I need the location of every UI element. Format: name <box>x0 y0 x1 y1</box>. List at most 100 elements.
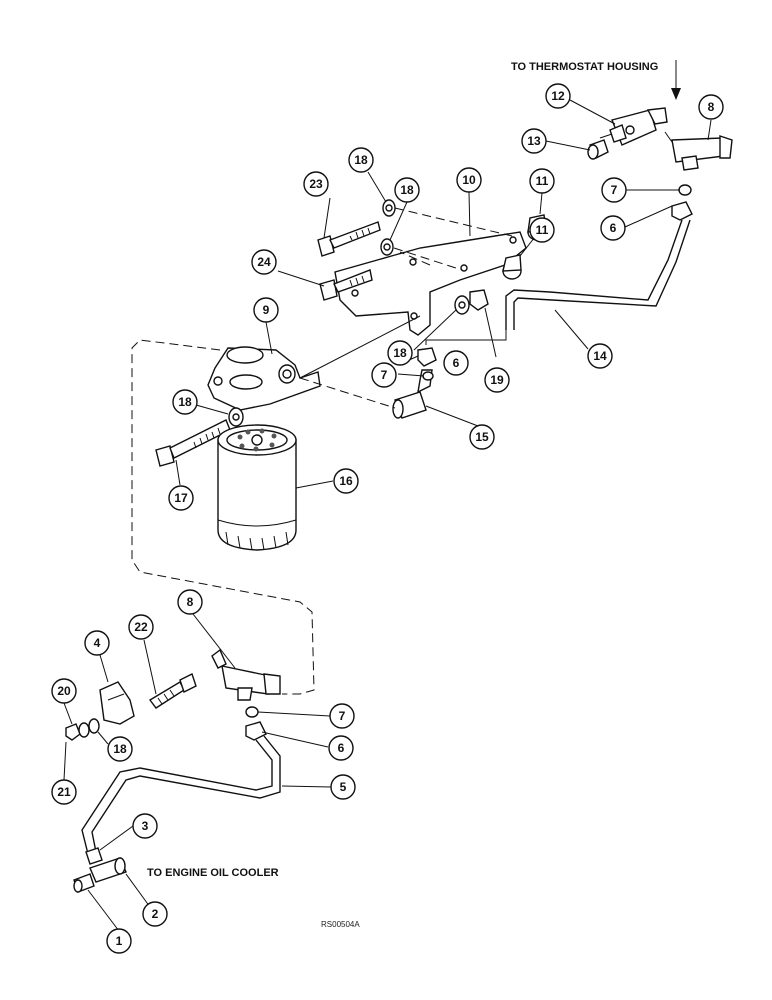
callout-7-lower: 7 <box>329 703 355 729</box>
svg-text:10: 10 <box>462 173 476 187</box>
callout-11-a: 11 <box>529 168 555 194</box>
sleeve-7-lower <box>245 706 259 718</box>
svg-text:14: 14 <box>593 349 607 363</box>
callout-24: 24 <box>251 249 277 275</box>
svg-text:21: 21 <box>57 785 71 799</box>
callout-14: 14 <box>587 343 613 369</box>
nut-21 <box>65 723 81 741</box>
callout-23: 23 <box>303 171 329 197</box>
svg-text:6: 6 <box>338 741 345 755</box>
svg-text:7: 7 <box>611 183 618 197</box>
svg-text:7: 7 <box>339 709 346 723</box>
drawing-code: RS00504A <box>321 920 360 929</box>
washer-18-bracket <box>454 295 470 315</box>
svg-text:15: 15 <box>475 430 489 444</box>
callout-7-upper: 7 <box>601 177 627 203</box>
svg-text:24: 24 <box>257 255 271 269</box>
callout-6-upper: 6 <box>600 215 626 241</box>
sleeve-7-mid <box>422 371 434 381</box>
callout-5: 5 <box>330 774 356 800</box>
svg-text:6: 6 <box>610 221 617 235</box>
callout-9: 9 <box>253 297 279 323</box>
svg-text:19: 19 <box>490 373 504 387</box>
svg-text:18: 18 <box>393 346 407 360</box>
svg-text:7: 7 <box>381 368 388 382</box>
svg-text:8: 8 <box>187 595 194 609</box>
callout-10: 10 <box>456 167 482 193</box>
callout-18-bracket: 18 <box>387 340 413 366</box>
fitting-1 <box>73 873 95 893</box>
tube-5 <box>81 739 273 855</box>
callout-6-mid: 6 <box>443 350 469 376</box>
sleeve-7-upper <box>678 184 692 196</box>
clip-4 <box>99 681 135 725</box>
callout-11-b: 11 <box>529 217 555 243</box>
svg-text:18: 18 <box>354 153 368 167</box>
callout-1: 1 <box>106 928 132 954</box>
svg-text:13: 13 <box>527 134 541 148</box>
callout-18-mid: 18 <box>394 177 420 203</box>
washer-18-mid <box>380 238 394 256</box>
bolt-24 <box>319 269 373 301</box>
callout-8-lower: 8 <box>177 589 203 615</box>
fitting-8-upper <box>664 131 733 171</box>
callout-18-lower: 18 <box>107 736 133 762</box>
svg-text:18: 18 <box>178 395 192 409</box>
svg-text:9: 9 <box>263 303 270 317</box>
fitting-8-lower <box>211 648 281 701</box>
svg-text:23: 23 <box>309 177 323 191</box>
washer-20 <box>78 722 90 738</box>
callout-3: 3 <box>132 813 158 839</box>
bolt-22 <box>148 673 197 709</box>
callout-16: 16 <box>333 468 359 494</box>
nut-19 <box>469 289 489 311</box>
thermostat-housing-label: TO THERMOSTAT HOUSING <box>511 61 658 73</box>
svg-text:8: 8 <box>708 100 715 114</box>
washer-18-top <box>382 199 396 217</box>
callout-21: 21 <box>51 779 77 805</box>
svg-text:2: 2 <box>152 907 159 921</box>
spacer-11-b <box>502 254 522 280</box>
bolt-23 <box>317 221 381 257</box>
callout-22: 22 <box>128 614 154 640</box>
svg-text:16: 16 <box>339 474 353 488</box>
callout-19: 19 <box>484 367 510 393</box>
callout-2: 2 <box>142 901 168 927</box>
callout-20: 20 <box>51 678 77 704</box>
svg-text:5: 5 <box>340 780 347 794</box>
washer-18-lower <box>88 718 100 734</box>
hose-routing-dashline <box>131 339 315 695</box>
nut-6-upper <box>671 201 693 221</box>
svg-text:12: 12 <box>551 89 565 103</box>
svg-text:20: 20 <box>57 684 71 698</box>
svg-text:11: 11 <box>536 223 549 237</box>
tee-fitting-12 <box>599 107 668 146</box>
callout-8-upper: 8 <box>698 94 724 120</box>
svg-text:18: 18 <box>400 183 414 197</box>
nut-6-lower <box>245 721 267 741</box>
callout-18-top: 18 <box>348 147 374 173</box>
engine-oil-cooler-label: TO ENGINE OIL COOLER <box>147 867 279 879</box>
plug-13 <box>587 139 609 160</box>
connector-2 <box>89 857 127 883</box>
svg-text:18: 18 <box>113 742 127 756</box>
svg-text:4: 4 <box>94 636 101 650</box>
svg-text:6: 6 <box>453 356 460 370</box>
callout-7-mid: 7 <box>371 362 397 388</box>
svg-text:22: 22 <box>134 620 148 634</box>
nut-6-mid <box>417 347 437 367</box>
svg-text:17: 17 <box>174 491 188 505</box>
callout-15: 15 <box>469 424 495 450</box>
filter-head-9 <box>207 315 421 411</box>
washer-18-filter <box>228 407 244 427</box>
svg-text:1: 1 <box>116 934 123 948</box>
svg-text:11: 11 <box>536 174 549 188</box>
mounting-bracket-10 <box>334 231 527 336</box>
callout-12: 12 <box>545 83 571 109</box>
filter-16 <box>217 424 297 551</box>
callout-17: 17 <box>168 485 194 511</box>
nut-3 <box>85 847 103 865</box>
svg-text:3: 3 <box>142 819 149 833</box>
callout-4: 4 <box>84 630 110 656</box>
